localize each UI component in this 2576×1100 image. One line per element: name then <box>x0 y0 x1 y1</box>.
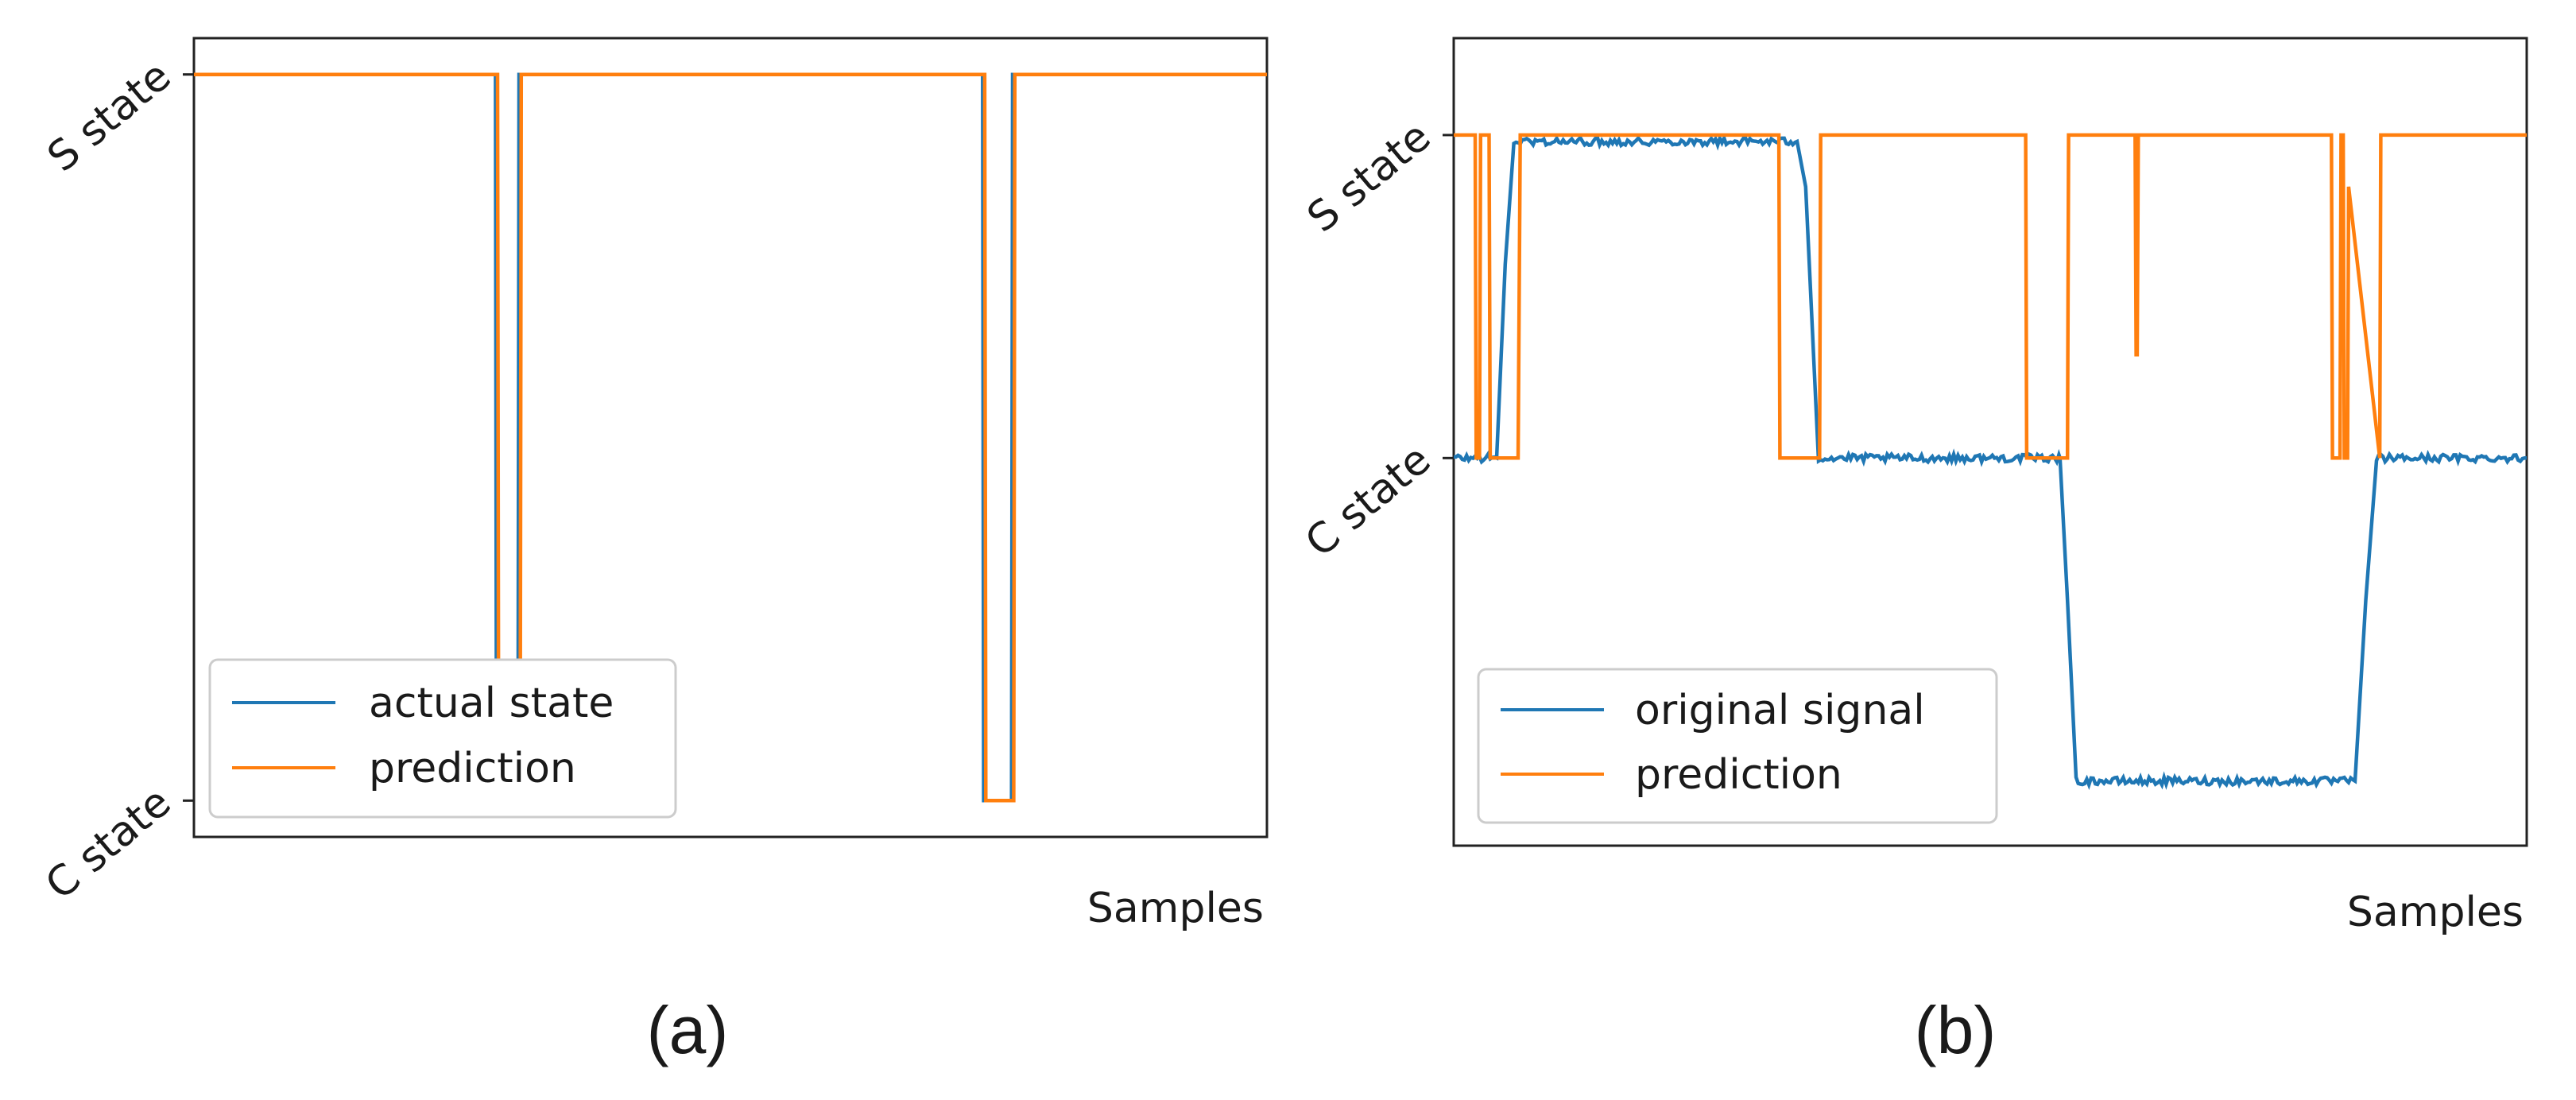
plot-frame-b <box>1452 37 2528 847</box>
plot-frame-a <box>192 37 1269 839</box>
legend-box-a <box>208 658 677 819</box>
panel-b: C state S state Samples original signal p… <box>1296 37 2528 1067</box>
y-tick-label: S state <box>39 52 180 181</box>
y-tick-label: C state <box>1296 436 1439 567</box>
y-tick-label: S state <box>1299 113 1439 242</box>
series-layer-a <box>194 72 1267 803</box>
x-axis-label-b: Samples <box>2347 889 2524 936</box>
caption-a: (a) <box>647 993 729 1067</box>
legend-label-actual-state: actual state <box>369 680 614 727</box>
series-line-original-signal-b <box>1453 133 2527 791</box>
series-line-prediction-a <box>194 72 1267 803</box>
caption-b: (b) <box>1915 993 1997 1067</box>
y-ticks-b: C state S state <box>1296 113 1454 567</box>
x-axis-label-a: Samples <box>1087 885 1264 932</box>
panel-a: C state S state Samples actual state pred… <box>37 37 1269 1067</box>
legend-label-prediction-a: prediction <box>369 745 576 792</box>
legend-label-original-signal: original signal <box>1635 687 1925 734</box>
legend-a: actual state prediction <box>208 658 677 819</box>
y-tick-label: C state <box>37 778 180 909</box>
series-line-prediction-b <box>1454 133 2527 460</box>
legend-label-prediction-b: prediction <box>1635 751 1842 799</box>
series-layer-b <box>1453 133 2527 791</box>
legend-box-b <box>1477 668 1998 824</box>
y-ticks-a: C state S state <box>37 52 194 909</box>
legend-b: original signal prediction <box>1477 668 1998 824</box>
